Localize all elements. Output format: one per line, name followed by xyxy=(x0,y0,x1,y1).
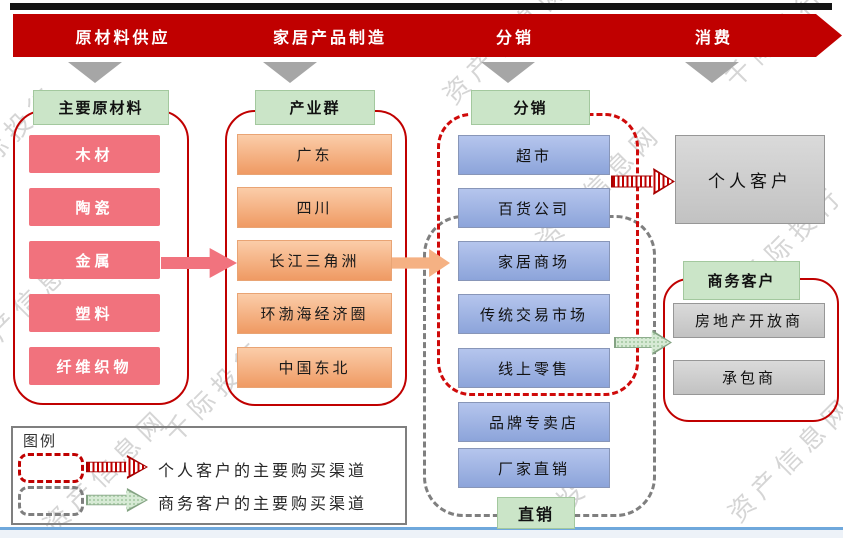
cluster-item: 四川 xyxy=(237,187,392,228)
clusters-header: 产业群 xyxy=(255,90,375,125)
stage-chevron-raw-supply: 原材料供应 xyxy=(13,14,233,57)
stage-chevron-consumption: 消费 xyxy=(576,14,842,57)
arrow-down-icon xyxy=(685,62,739,83)
individual-channel-arrow-icon xyxy=(611,168,675,195)
cluster-item: 广东 xyxy=(237,134,392,175)
bottom-strip xyxy=(0,530,843,538)
stage-chevron-distribution: 分销 xyxy=(406,14,614,57)
business-customer-item: 承包商 xyxy=(673,360,825,395)
arrow-down-icon xyxy=(481,62,535,83)
legend-box xyxy=(11,426,407,525)
business-channel-arrow-icon xyxy=(614,330,672,355)
arrow-down-icon xyxy=(68,62,122,83)
cluster-item: 环渤海经济圈 xyxy=(237,293,392,334)
distribution-item: 线上零售 xyxy=(458,348,610,388)
business-customers-header: 商务客户 xyxy=(683,261,800,300)
bottom-divider-line xyxy=(0,527,843,530)
raw-material-item: 金属 xyxy=(29,241,160,279)
raw-material-item: 陶瓷 xyxy=(29,188,160,226)
legend-individual-label: 个人客户的主要购买渠道 xyxy=(158,463,368,480)
direct-sales-label: 直销 xyxy=(497,497,575,529)
raw-material-item: 木材 xyxy=(29,135,160,173)
distribution-item: 百货公司 xyxy=(458,188,610,228)
legend-business-arrow-icon xyxy=(86,488,148,512)
cluster-item: 中国东北 xyxy=(237,347,392,388)
distribution-item: 厂家直销 xyxy=(458,448,610,488)
cluster-item: 长江三角洲 xyxy=(237,240,392,281)
legend-individual-swatch xyxy=(18,453,84,483)
stage-chevron-manufacturing: 家居产品制造 xyxy=(206,14,444,57)
individual-customer-box: 个人客户 xyxy=(675,135,825,224)
top-border-bar xyxy=(10,3,832,10)
distribution-item: 传统交易市场 xyxy=(458,294,610,334)
distribution-item: 品牌专卖店 xyxy=(458,402,610,442)
arrow-down-icon xyxy=(263,62,317,83)
distribution-header: 分销 xyxy=(471,90,590,125)
raw-material-item: 塑料 xyxy=(29,294,160,332)
business-customer-item: 房地产开放商 xyxy=(673,303,825,338)
raw-material-item: 纤维织物 xyxy=(29,347,160,385)
legend-individual-arrow-icon xyxy=(86,455,148,479)
legend-business-swatch xyxy=(18,486,84,516)
legend-business-label: 商务客户的主要购买渠道 xyxy=(158,496,368,513)
distribution-item: 家居商场 xyxy=(458,241,610,281)
legend-title: 图例 xyxy=(23,433,58,450)
raw-materials-header: 主要原材料 xyxy=(33,90,169,125)
distribution-item: 超市 xyxy=(458,135,610,175)
